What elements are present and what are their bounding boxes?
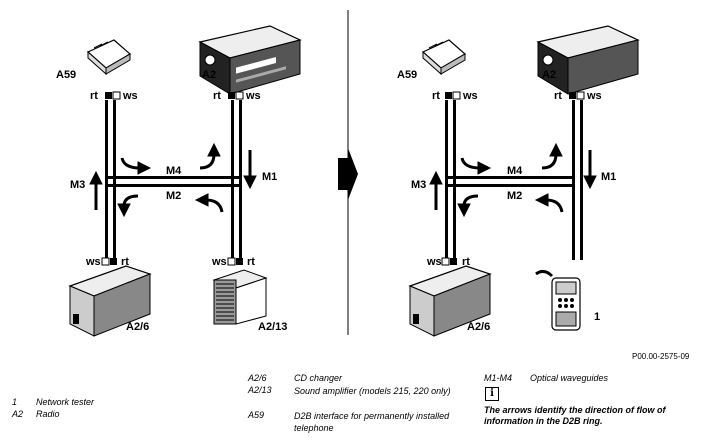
right-labels: A59 A2 rt ws rt ws M4 M2 M1 M3 ws rt A2/… bbox=[397, 69, 616, 333]
label-m1: M1 bbox=[262, 171, 277, 183]
legend-key: A59 bbox=[248, 410, 265, 420]
legend-text: CD changer bbox=[294, 373, 343, 383]
legend-key: 1 bbox=[12, 397, 18, 407]
left-connectors bbox=[101, 91, 244, 266]
label-a2: A2 bbox=[542, 69, 556, 81]
legend-key: A2/13 bbox=[248, 385, 272, 395]
legend-key: M1-M4 bbox=[484, 373, 513, 383]
label-ws: ws bbox=[586, 90, 602, 102]
device-a2-6-cd-changer bbox=[68, 265, 152, 337]
label-1: 1 bbox=[594, 311, 600, 323]
legend-text: Network tester bbox=[36, 397, 95, 407]
left-diagram bbox=[68, 25, 302, 337]
label-a2-13: A2/13 bbox=[258, 321, 287, 333]
label-rt: rt bbox=[247, 256, 255, 268]
label-ws: ws bbox=[211, 256, 227, 268]
label-ws: ws bbox=[462, 90, 478, 102]
right-diagram bbox=[408, 25, 640, 337]
label-ws: ws bbox=[245, 90, 261, 102]
label-m3: M3 bbox=[70, 179, 85, 191]
legend-key: A2/6 bbox=[248, 373, 267, 383]
label-m4: M4 bbox=[507, 165, 523, 177]
legend-key: A2 bbox=[12, 409, 24, 419]
label-a2: A2 bbox=[202, 69, 216, 81]
legend-text: D2B interface for permanently installed … bbox=[294, 411, 450, 433]
device-a2-13-amplifier bbox=[212, 269, 268, 325]
device-a59-right bbox=[421, 39, 467, 76]
device-network-tester bbox=[535, 269, 581, 331]
label-m2: M2 bbox=[166, 190, 181, 202]
left-flow-arrows bbox=[89, 142, 257, 218]
device-a2-radio-right bbox=[536, 25, 640, 95]
label-ws: ws bbox=[426, 256, 442, 268]
legend-text: Radio bbox=[36, 409, 60, 419]
label-a59: A59 bbox=[56, 69, 76, 81]
right-cables bbox=[445, 100, 583, 260]
label-rt: rt bbox=[462, 256, 470, 268]
label-a2-6: A2/6 bbox=[126, 321, 149, 333]
device-a2-6-cd-changer-right bbox=[408, 265, 492, 337]
transition-arrow-icon bbox=[338, 148, 358, 200]
label-ws: ws bbox=[122, 90, 138, 102]
device-a2-radio bbox=[198, 25, 302, 95]
right-connectors bbox=[441, 91, 585, 266]
left-labels: A59 A2 rt ws rt ws M4 M2 M1 M3 ws rt ws … bbox=[56, 69, 287, 333]
legend-text: Optical waveguides bbox=[530, 373, 609, 383]
figure-code: P00.00-2575-09 bbox=[632, 352, 690, 361]
label-m2: M2 bbox=[507, 190, 522, 202]
legend-text: Sound amplifier (models 215, 220 only) bbox=[294, 386, 451, 396]
device-a59 bbox=[86, 39, 132, 76]
label-m4: M4 bbox=[166, 165, 182, 177]
label-a2-6: A2/6 bbox=[467, 321, 490, 333]
right-flow-arrows bbox=[429, 142, 597, 218]
label-rt: rt bbox=[213, 90, 221, 102]
label-m1: M1 bbox=[601, 171, 616, 183]
label-rt: rt bbox=[121, 256, 129, 268]
legend-note: The arrows identify the direction of flo… bbox=[484, 405, 666, 426]
label-m3: M3 bbox=[411, 179, 426, 191]
label-rt: rt bbox=[90, 90, 98, 102]
label-rt: rt bbox=[432, 90, 440, 102]
label-rt: rt bbox=[554, 90, 562, 102]
info-icon: i bbox=[485, 387, 499, 401]
label-ws: ws bbox=[85, 256, 101, 268]
label-a59: A59 bbox=[397, 69, 417, 81]
left-cables bbox=[105, 100, 242, 260]
